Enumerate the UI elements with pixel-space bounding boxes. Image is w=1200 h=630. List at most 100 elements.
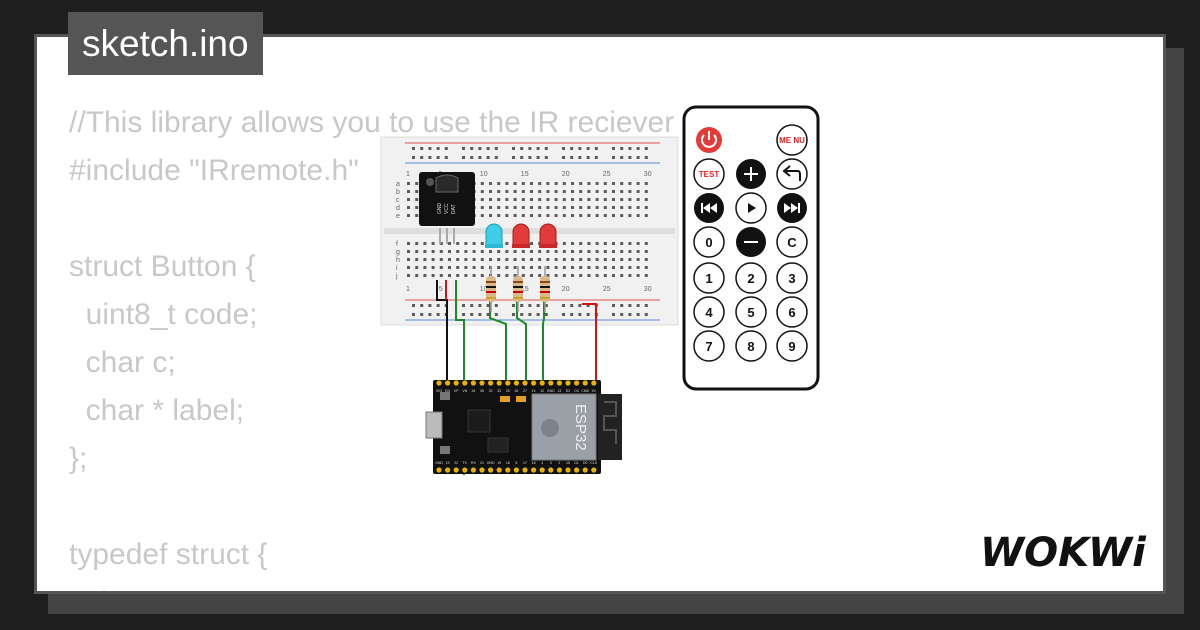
breadboard-hole: [505, 214, 509, 217]
esp32-pin[interactable]: [556, 380, 563, 386]
breadboard-hole: [480, 258, 484, 261]
number-button-4[interactable]: 4: [693, 296, 725, 328]
breadboard-hole: [636, 182, 640, 185]
breadboard-hole: [546, 182, 550, 185]
esp32-pin[interactable]: [496, 380, 502, 386]
minus-button[interactable]: [736, 227, 766, 257]
led-cyan[interactable]: [485, 223, 503, 248]
play-button[interactable]: [735, 192, 767, 224]
esp32-pin[interactable]: [522, 467, 528, 473]
esp32-pin[interactable]: [470, 380, 476, 386]
esp32-pin[interactable]: [436, 380, 442, 386]
back-button[interactable]: [776, 158, 808, 190]
esp32-pin[interactable]: [462, 467, 468, 473]
esp32-pin[interactable]: [470, 467, 476, 473]
led-red-2[interactable]: [539, 223, 557, 248]
esp32-pin[interactable]: [565, 467, 571, 473]
esp32-pin[interactable]: [513, 380, 520, 386]
esp32-pin[interactable]: [479, 380, 485, 386]
number-button-2[interactable]: 2: [735, 262, 767, 294]
menu-button[interactable]: ME NU: [776, 124, 808, 156]
breadboard-hole: [436, 147, 440, 150]
breadboard-hole: [538, 198, 542, 201]
esp32-pin[interactable]: [488, 467, 494, 473]
esp32-pin[interactable]: [445, 380, 451, 386]
esp32-pin[interactable]: [565, 380, 571, 386]
esp32-pin[interactable]: [548, 380, 554, 386]
breadboard-hole: [620, 214, 624, 217]
c-button[interactable]: C: [776, 226, 808, 258]
breadboard-column-label: 1: [406, 171, 410, 178]
breadboard-hole: [594, 156, 598, 159]
esp32-pin[interactable]: [574, 467, 580, 473]
breadboard-hole: [456, 274, 460, 277]
breadboard-column-label: 30: [644, 286, 652, 293]
esp32-pin[interactable]: [548, 467, 554, 473]
number-button-1[interactable]: 1: [693, 262, 725, 294]
esp32-pin-label: 15: [566, 461, 570, 465]
breadboard-hole: [436, 304, 440, 307]
breadboard-hole: [497, 182, 501, 185]
plus-button[interactable]: [736, 159, 766, 189]
zero-button[interactable]: 0: [693, 226, 725, 258]
next-button[interactable]: [777, 193, 807, 223]
esp32-pin[interactable]: [531, 467, 537, 473]
breadboard-hole: [415, 250, 419, 253]
esp32-pin[interactable]: [505, 467, 511, 473]
test-button[interactable]: TEST: [693, 158, 725, 190]
breadboard-hole: [472, 242, 476, 245]
breadboard-hole: [428, 304, 432, 307]
esp32-pin[interactable]: [582, 467, 588, 473]
number-button-7[interactable]: 7: [693, 330, 725, 362]
esp32-pin-label: 4: [541, 461, 543, 465]
esp32-pin[interactable]: [496, 467, 502, 473]
esp32-pin[interactable]: [591, 467, 597, 473]
number-button-9[interactable]: 9: [776, 330, 808, 362]
file-tab[interactable]: sketch.ino: [68, 12, 263, 75]
esp32-pin[interactable]: [462, 380, 468, 386]
esp32-pin[interactable]: [556, 467, 563, 473]
esp32-pin[interactable]: [522, 380, 528, 386]
esp32-pin[interactable]: [436, 467, 442, 473]
breadboard-hole: [521, 250, 525, 253]
esp32-pin[interactable]: [453, 467, 459, 473]
esp32-pin[interactable]: [539, 380, 545, 386]
esp32-pin-label: GND: [487, 461, 495, 465]
esp32-pin-label: 25: [506, 389, 510, 393]
number-button-3[interactable]: 3: [776, 262, 808, 294]
breadboard-hole: [586, 156, 590, 159]
breadboard-hole: [431, 258, 435, 261]
breadboard-hole: [415, 206, 419, 209]
number-button-5[interactable]: 5: [735, 296, 767, 328]
esp32-pin[interactable]: [453, 380, 459, 386]
esp32-pin[interactable]: [445, 467, 451, 473]
esp32-pin[interactable]: [488, 380, 494, 386]
breadboard-hole: [486, 147, 490, 150]
esp32-pin[interactable]: [513, 467, 520, 473]
esp32-pin[interactable]: [574, 380, 580, 386]
breadboard-hole: [462, 304, 465, 307]
next-track-icon: [784, 203, 800, 213]
esp32-pin[interactable]: [591, 380, 597, 386]
breadboard-hole: [620, 206, 624, 209]
breadboard-hole: [470, 147, 474, 150]
number-button-8[interactable]: 8: [735, 330, 767, 362]
previous-button[interactable]: [694, 193, 724, 223]
breadboard-hole: [521, 190, 525, 193]
led-red-1[interactable]: [512, 223, 530, 248]
esp32-pin[interactable]: [505, 380, 511, 386]
esp32-pin[interactable]: [479, 467, 485, 473]
breadboard-hole: [562, 156, 565, 159]
breadboard-hole: [571, 206, 574, 209]
breadboard-hole: [644, 304, 648, 307]
breadboard-hole: [562, 250, 566, 253]
esp32-pin[interactable]: [582, 380, 588, 386]
number-button-6[interactable]: 6: [776, 296, 808, 328]
esp32-pin[interactable]: [531, 380, 537, 386]
power-button[interactable]: [696, 127, 722, 153]
breadboard-hole: [587, 182, 591, 185]
breadboard-hole: [472, 274, 476, 277]
esp32-pin[interactable]: [539, 467, 545, 473]
breadboard-hole: [538, 274, 542, 277]
